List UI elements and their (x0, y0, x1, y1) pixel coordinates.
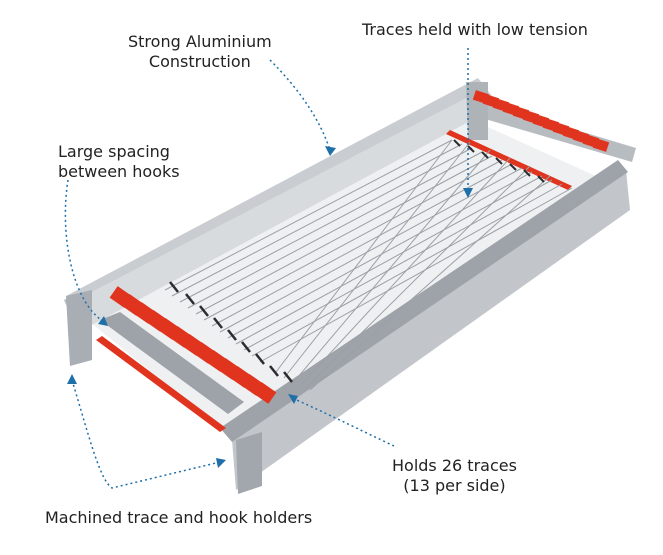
callout-arrowheads (67, 146, 473, 468)
back-wall-face (76, 96, 472, 326)
far-hook-rail (446, 130, 572, 190)
capacity-line1: Holds 26 traces (392, 456, 517, 475)
far-swivels (453, 139, 545, 183)
near-swivels (169, 281, 293, 383)
construction-callout: Strong Aluminium Construction (128, 32, 272, 72)
front-wall (232, 170, 630, 490)
spacing-leader (64, 179, 105, 323)
construction-line1: Strong Aluminium (128, 32, 272, 51)
spacing-line2: between hooks (58, 162, 180, 181)
spacing-callout: Large spacing between hooks (58, 142, 180, 182)
near-holders (109, 286, 277, 404)
near-hook-rail (96, 336, 226, 432)
construction-leader (269, 59, 331, 151)
far-holders (472, 90, 610, 152)
near-end-plate (66, 290, 92, 366)
holders-leader (71, 379, 221, 489)
near-end-plate-front (236, 432, 262, 494)
tension-callout: Traces held with low tension (362, 20, 588, 39)
callout-leaders (64, 48, 469, 489)
capacity-callout: Holds 26 traces (13 per side) (392, 456, 517, 496)
near-bar (100, 312, 244, 414)
traces (164, 139, 573, 391)
capacity-line2: (13 per side) (403, 476, 506, 495)
holders-callout: Machined trace and hook holders (45, 508, 313, 527)
spacing-line1: Large spacing (58, 142, 170, 161)
construction-line2: Construction (148, 52, 251, 71)
